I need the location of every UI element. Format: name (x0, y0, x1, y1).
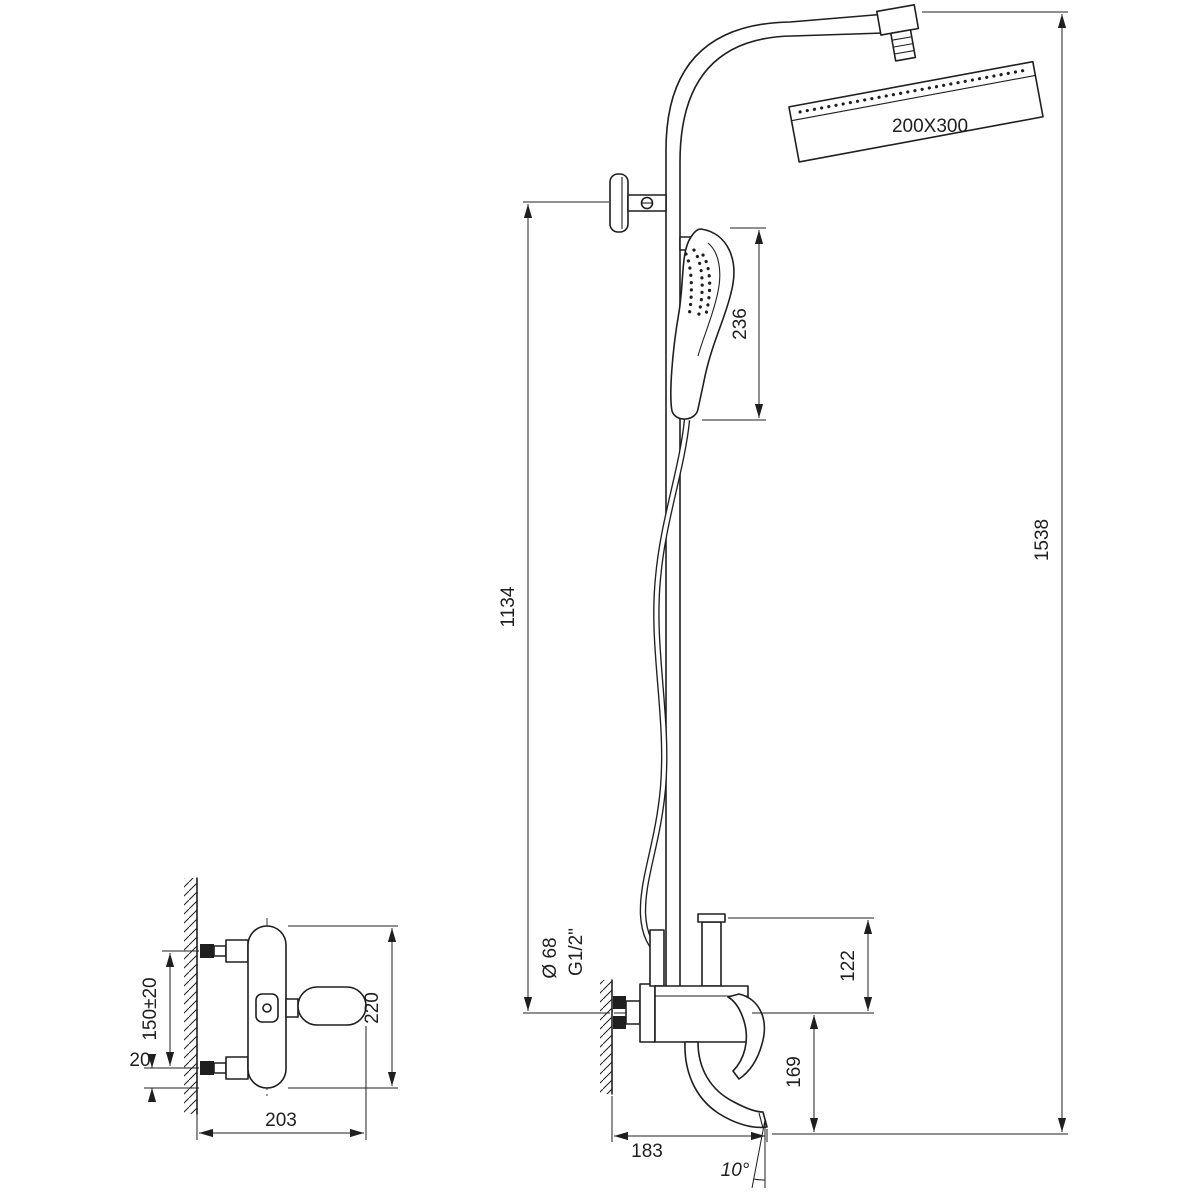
front-view: 200X300 (498, 4, 1068, 1189)
mounting-top (200, 939, 249, 963)
mixer-assembly (649, 913, 768, 1129)
dim-label-connection-thread: G1/2" (566, 928, 587, 976)
wall-hatching (600, 980, 612, 1094)
connection-stub (625, 1000, 641, 1025)
dim-label-escutcheon-diameter: Ø 68 (540, 937, 561, 978)
overhead-shower-head: 200X300 (788, 60, 1044, 163)
dim-label-hand-shower-length: 236 (730, 308, 751, 340)
mixer-body (654, 985, 749, 1043)
spout-angle-annotation: 10° (721, 1119, 766, 1189)
screw-detail (262, 1003, 272, 1013)
spout-outlet (758, 1112, 764, 1129)
dim-label-mounting-spacing: 150±20 (140, 977, 161, 1040)
dim-label-column-height: 1134 (498, 586, 519, 627)
shower-hose (639, 419, 691, 956)
shower-arm-connector (876, 4, 920, 62)
supply-fitting-top (613, 996, 626, 1009)
dim-overall-height: 1538 (772, 11, 1068, 1135)
dim-label-spout-reach: 183 (631, 1141, 663, 1162)
dim-hand-shower-length: 236 (702, 227, 766, 421)
lever-handle (727, 993, 766, 1080)
handle-side (297, 986, 367, 1026)
dim-spout-drop: 169 (784, 1015, 819, 1132)
wall-bracket (609, 173, 667, 233)
dim-label-head-size: 200X300 (892, 116, 968, 137)
handle-neck (285, 998, 299, 1018)
spout (684, 1041, 768, 1129)
dim-mounting-spacing: 150±20 (140, 950, 199, 1069)
side-view: 150±20 20 220 203 (129, 877, 398, 1140)
dim-mixer-height: 122 (728, 917, 874, 1014)
diverter-cap (697, 913, 726, 923)
dim-overall-depth: 203 (196, 1026, 367, 1140)
wall-connection (592, 979, 662, 1095)
mounting-bottom (200, 1056, 249, 1080)
dim-spout-reach: 183 (611, 1096, 768, 1162)
dim-bottom-offset: 20 (129, 1050, 199, 1102)
dim-label-mixer-height: 122 (838, 950, 859, 982)
hose-fitting (649, 929, 665, 987)
dim-label-body-height: 220 (362, 992, 383, 1024)
dim-label-bottom-offset: 20 (129, 1050, 150, 1071)
dim-label-spout-angle: 10° (721, 1160, 750, 1181)
hand-shower-nozzles (692, 248, 704, 320)
wall-hatching (184, 878, 197, 1114)
dim-label-overall-depth: 203 (265, 1110, 297, 1131)
supply-fitting-bottom (613, 1016, 626, 1029)
diverter-stem (701, 921, 722, 987)
shower-column-pipe (665, 13, 887, 987)
dim-label-spout-drop: 169 (784, 1056, 805, 1088)
dim-body-height: 220 (288, 925, 398, 1089)
escutcheon (639, 983, 656, 1043)
hand-shower (670, 228, 735, 420)
dim-column-height: 1134 (498, 201, 609, 1014)
dim-label-overall-height: 1538 (1032, 519, 1053, 561)
